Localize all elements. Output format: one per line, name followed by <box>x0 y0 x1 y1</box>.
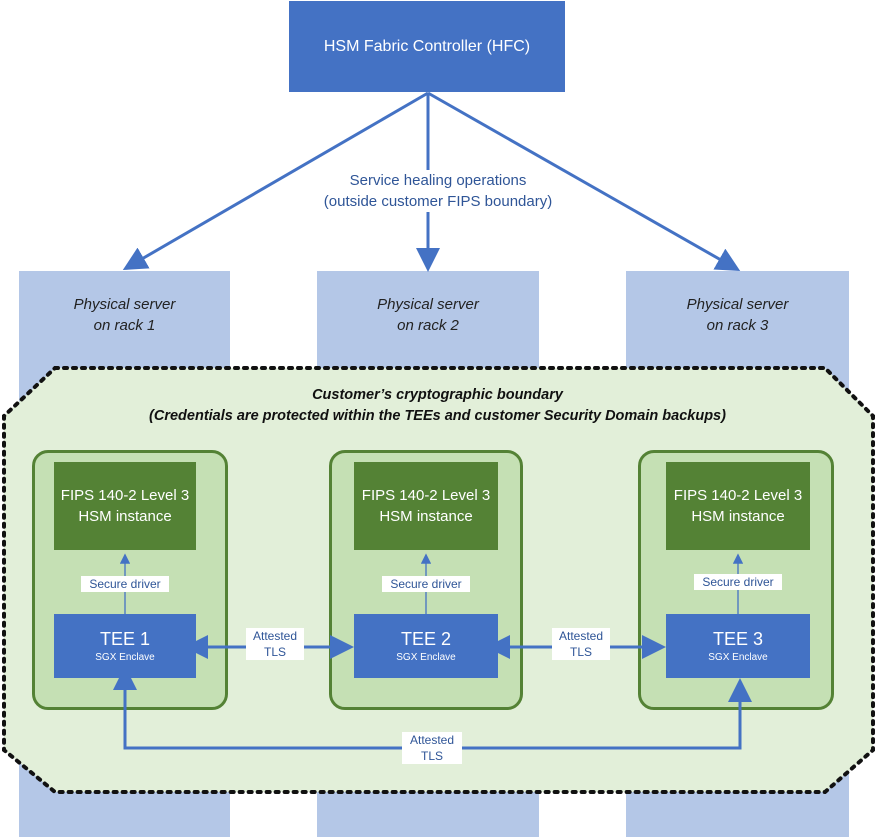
boundary-title: Customer’s cryptographic boundary(Creden… <box>149 387 726 424</box>
hsm-fabric-controller: HSM Fabric Controller (HFC) <box>289 1 565 92</box>
secure-driver-label-1: Secure driver <box>81 576 169 592</box>
controller-label: HSM Fabric Controller (HFC) <box>323 37 531 55</box>
secure-driver-label-3: Secure driver <box>694 574 782 590</box>
heal-arrow-rack-1 <box>122 91 429 271</box>
secure-driver-label-2: Secure driver <box>382 576 470 592</box>
heal-arrow-rack-3 <box>427 91 741 271</box>
service-healing-label: Service healing operations(outside custo… <box>322 170 554 212</box>
